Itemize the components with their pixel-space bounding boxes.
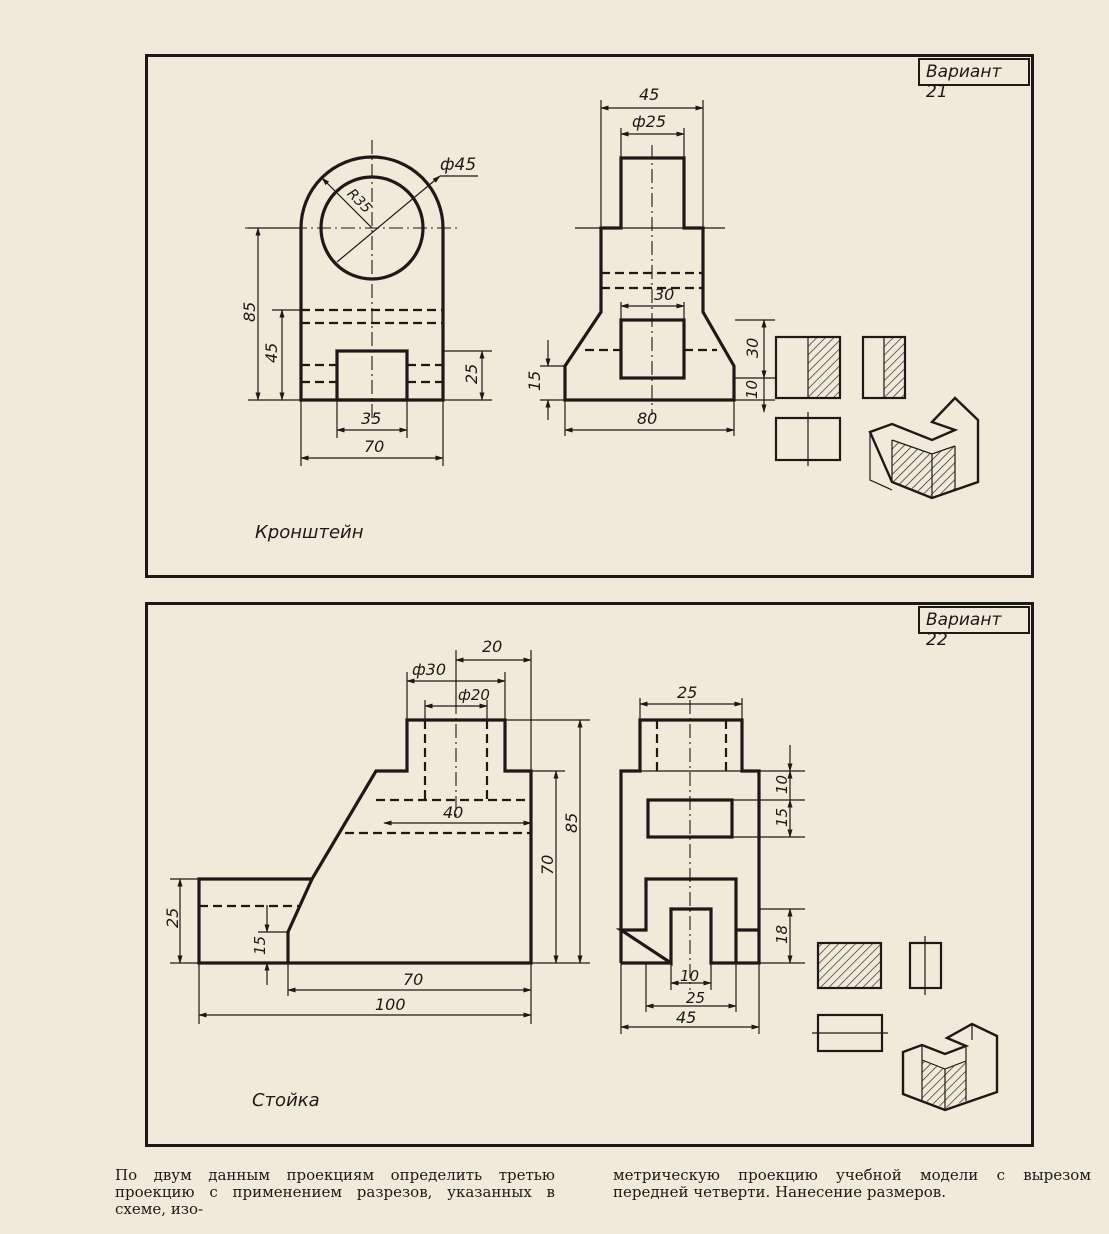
v21-dim-h15: 15 (525, 371, 544, 391)
v22-dim-d30: ф30 (412, 660, 446, 679)
v21-section-scheme (774, 335, 980, 500)
variant-21-label: Вариант 21 (918, 58, 1030, 102)
v21-dim-w70: 70 (364, 437, 384, 456)
variant-22-label: Вариант 22 (918, 606, 1030, 650)
v22-dim-h10: 10 (773, 775, 791, 794)
v21-dim-h10: 10 (743, 380, 761, 399)
v21-dim-w35: 35 (361, 409, 381, 428)
v21-dim-d45: ф45 (440, 155, 476, 175)
v21-side-view (540, 100, 775, 436)
v22-dim-h15-side: 15 (773, 808, 791, 827)
v21-dim-h30: 30 (743, 338, 762, 358)
caption-right: метрическую проекцию учебной модели с вы… (613, 1166, 1091, 1201)
v21-dim-w30: 30 (654, 285, 674, 304)
v22-dim-h85: 85 (562, 813, 581, 833)
v22-dim-w100: 100 (375, 995, 406, 1014)
v22-dim-w40: 40 (443, 803, 463, 822)
v21-dim-h25: 25 (462, 364, 481, 384)
v22-title: Стойка (252, 1090, 320, 1111)
v21-dim-d25: ф25 (632, 112, 666, 131)
caption-left: По двум данным проекциям определить трет… (115, 1166, 555, 1218)
v22-dim-w25-top: 25 (677, 683, 697, 702)
v22-dim-w25: 25 (686, 989, 705, 1007)
v22-front-view (170, 650, 590, 1024)
v22-dim-w20: 20 (482, 637, 502, 656)
v22-dim-d20: ф20 (458, 686, 490, 704)
v21-dim-r35: R35 (344, 186, 375, 217)
v22-side-view (615, 698, 805, 1034)
v21-dim-w80: 80 (637, 409, 657, 428)
v22-dim-w45: 45 (676, 1008, 696, 1027)
v21-title: Кронштейн (255, 522, 364, 543)
v22-dim-h70: 70 (538, 855, 557, 875)
v21-dim-h85: 85 (240, 302, 259, 322)
v21-dim-w45: 45 (639, 85, 659, 104)
v22-dim-w70: 70 (403, 970, 423, 989)
variant-21-frame (145, 54, 1034, 578)
v22-dim-h15: 15 (251, 936, 269, 955)
variant-22-frame (145, 602, 1034, 1147)
v22-dim-w10: 10 (680, 967, 699, 985)
v22-dim-h25: 25 (163, 908, 182, 928)
v21-front-view (245, 140, 492, 466)
v22-dim-h18: 18 (773, 925, 791, 944)
v21-dim-h45: 45 (262, 343, 281, 363)
v22-section-scheme (812, 936, 999, 1112)
